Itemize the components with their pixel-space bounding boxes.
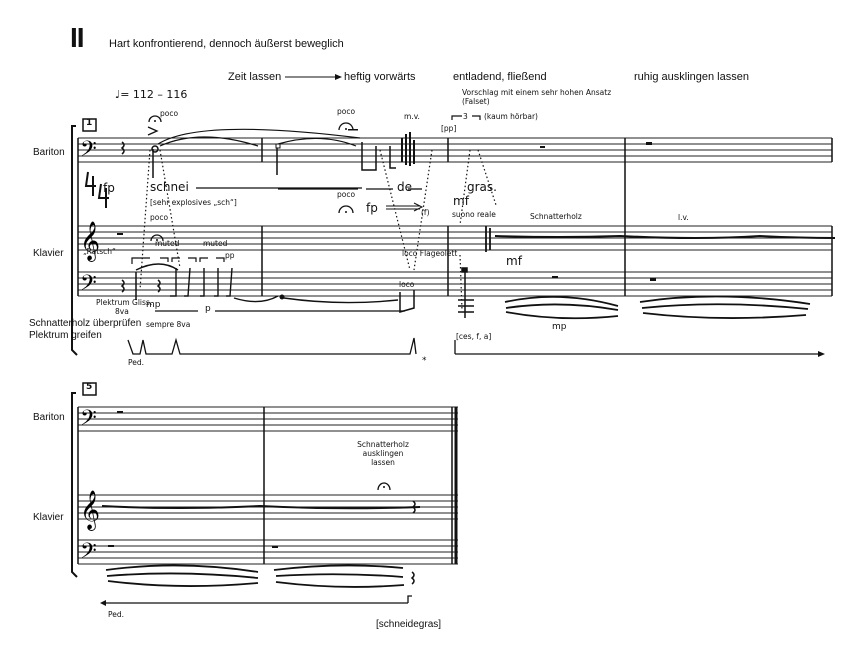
system1-bracket xyxy=(71,125,78,356)
rehearsal-mark-5: 5 xyxy=(86,382,93,392)
lyric-de: de xyxy=(397,180,412,194)
system1-bariton-staff xyxy=(78,137,832,163)
dynamic-pp-klavier: pp xyxy=(225,251,235,260)
chord-notes-note: [ces, f, a] xyxy=(456,332,492,341)
svg-text:𝄞: 𝄞 xyxy=(80,490,100,531)
poco-marking-2: poco xyxy=(337,107,356,116)
instrument-label-bariton: Bariton xyxy=(33,147,65,158)
system2-bariton-staff xyxy=(78,406,458,432)
pp-bracket: [pp] xyxy=(441,124,457,133)
poco-marking-klavier: poco xyxy=(150,213,169,222)
rehearsal-box-1 xyxy=(82,118,97,132)
schnatterholz-label: Schnatterholz xyxy=(530,212,582,221)
svg-text:𝄢: 𝄢 xyxy=(80,406,97,436)
pedal-marking-1: Ped. xyxy=(128,358,145,367)
dynamic-mp-1: mp xyxy=(146,300,161,310)
dynamic-mf-1: mf xyxy=(453,194,469,208)
treble-clef-klavier: 𝄞 xyxy=(80,221,100,262)
lv-marking: l.v. xyxy=(678,213,689,222)
dynamic-mp-2: mp xyxy=(552,322,567,332)
sempre-8va-note: sempre 8va xyxy=(146,320,191,329)
muted-marking-2: muted xyxy=(203,239,228,248)
explosive-sch-note: [sehr explosives „sch“] xyxy=(150,198,237,207)
system1-klavier-treble-staff xyxy=(78,225,832,251)
pedal-marking-2: Ped. xyxy=(108,610,125,619)
tempo-direction-zeit-lassen: Zeit lassen xyxy=(228,71,282,83)
schnatterholz-ausklingen-note: Schnatterholz ausklingen lassen xyxy=(357,440,409,467)
dynamic-p-1: p xyxy=(205,304,211,314)
plektrum-gliss-note: Plektrum Gliss. xyxy=(96,298,153,307)
dynamic-mf-2: mf xyxy=(506,254,522,268)
tempo-direction-entladend: entladend, fließend xyxy=(453,71,547,83)
rehearsal-mark-1: 1 xyxy=(86,118,93,128)
tempo-direction-heftig-vorwaerts: heftig vorwärts xyxy=(344,71,416,83)
metronome-marking: ♩= 112 – 116 xyxy=(115,88,188,101)
movement-character-heading: Hart konfrontierend, dennoch äußerst bew… xyxy=(109,38,344,50)
system2-bracket xyxy=(71,392,78,578)
system1-barlines xyxy=(77,138,833,296)
system2-barlines xyxy=(77,407,453,564)
suono-reale-note: suono reale xyxy=(452,210,496,219)
tempo-direction-ruhig-ausklingen: ruhig ausklingen lassen xyxy=(634,71,749,83)
kaum-hoerbar-note: (kaum hörbar) xyxy=(484,112,538,121)
triplet-marking: 3 xyxy=(463,112,468,121)
instrument-label-klavier-2: Klavier xyxy=(33,512,64,523)
loco-note: loco xyxy=(399,280,415,289)
ottava-marking: 8va xyxy=(115,307,129,316)
bass-clef-klavier: 𝄢 xyxy=(80,271,97,301)
poco-marking-1: poco xyxy=(160,109,179,118)
dynamic-f-bracket: (f) xyxy=(421,208,430,217)
lyric-schnei: schnei xyxy=(150,180,189,194)
side-note-schnatterholz: Schnatterholz überprüfen xyxy=(29,318,142,329)
lyric-gras: gras. xyxy=(467,180,497,194)
side-note-plektrum: Plektrum greifen xyxy=(29,330,102,341)
vorschlag-note: Vorschlag mit einem sehr hohen Ansatz (F… xyxy=(462,88,612,106)
bass-clef-bariton: 𝄢 xyxy=(80,137,97,167)
mv-marking: m.v. xyxy=(404,112,420,121)
dynamic-fp-1: fp xyxy=(103,181,115,195)
pedal-release-marking: * xyxy=(422,356,427,366)
system1-klavier-bass-staff xyxy=(78,271,832,297)
accelerando-arrow xyxy=(285,74,342,80)
dynamic-fp-2: fp xyxy=(366,201,378,215)
system2-klavier-bass-staff xyxy=(78,539,458,565)
source-word: [schneidegras] xyxy=(376,619,442,630)
instrument-label-bariton-2: Bariton xyxy=(33,412,65,423)
pedal-line-1 xyxy=(127,337,417,355)
poco-marking-3: poco xyxy=(337,190,356,199)
instrument-label-klavier: Klavier xyxy=(33,248,64,259)
movement-number: II xyxy=(70,22,85,53)
muted-marking-1: muted xyxy=(155,239,180,248)
ratsch-note: „Ratsch“ xyxy=(83,247,116,256)
rehearsal-box-5 xyxy=(82,382,97,396)
loco-flageolett-note: loco Flageolett xyxy=(402,249,458,258)
svg-text:𝄢: 𝄢 xyxy=(80,539,97,569)
